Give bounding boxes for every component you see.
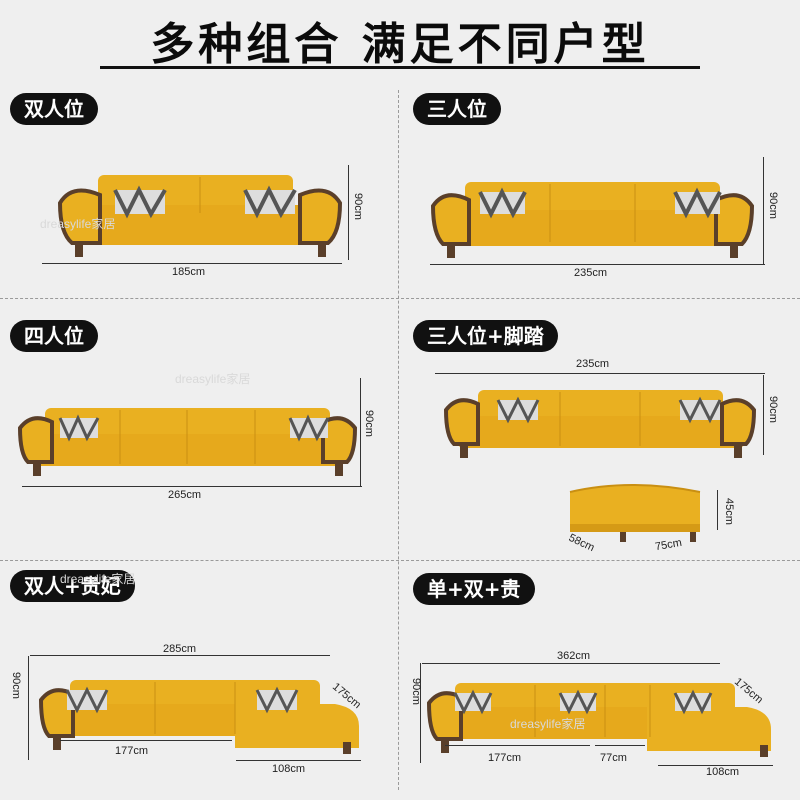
dim-line <box>445 745 590 746</box>
height-label: 90cm <box>767 192 779 219</box>
height-label: 90cm <box>352 193 364 220</box>
height-label: 90cm <box>363 410 375 437</box>
width-label: 362cm <box>557 650 591 662</box>
label-two-chaise: 双人+贵妃 <box>10 570 135 602</box>
dim-line <box>22 486 362 487</box>
sofa-two-chaise-image <box>38 680 359 754</box>
dim-line <box>430 264 765 265</box>
width-label: 285cm <box>163 643 197 655</box>
page-title: 多种组合 满足不同户型 <box>150 19 650 70</box>
label-four-seat: 四人位 <box>10 320 98 352</box>
height-label: 90cm <box>10 672 22 699</box>
dim-line <box>360 378 361 486</box>
dim-line <box>717 490 718 530</box>
label-single-double-chaise: 单+双+贵 <box>413 573 535 605</box>
segment1-label: 177cm <box>488 752 522 764</box>
seat-width-label: 177cm <box>115 745 149 757</box>
width-label: 235cm <box>574 267 608 279</box>
dim-line <box>763 375 764 455</box>
chaise-width-label: 108cm <box>706 766 740 778</box>
segment2-label: 77cm <box>600 752 627 764</box>
dim-line <box>422 663 720 664</box>
dim-line <box>42 263 342 264</box>
watermark: dreasylife家居 <box>60 572 136 586</box>
label-three-seat: 三人位 <box>413 93 501 125</box>
sofa-two-seat-image <box>57 175 343 257</box>
ottoman-height-label: 45cm <box>723 498 735 525</box>
width-label: 265cm <box>168 489 202 501</box>
dim-line <box>763 157 764 265</box>
dim-line <box>348 165 349 260</box>
divider <box>0 560 800 561</box>
sofa-three-seat-ottoman-image <box>443 390 757 458</box>
dim-line <box>28 656 29 760</box>
height-label: 90cm <box>410 678 422 705</box>
width-label: 235cm <box>576 358 610 370</box>
sofa-three-seat-image <box>430 182 755 258</box>
sofa-single-double-chaise-image <box>426 683 771 757</box>
dim-line <box>435 373 765 374</box>
dim-line <box>60 740 232 741</box>
label-three-ottoman: 三人位+脚踏 <box>413 320 558 352</box>
divider <box>0 298 800 299</box>
dim-line <box>420 663 421 763</box>
dim-line <box>658 765 773 766</box>
watermark: dreasylife家居 <box>40 217 116 231</box>
watermark: dreasylife家居 <box>510 717 586 731</box>
dim-line <box>595 745 645 746</box>
chaise-width-label: 108cm <box>272 763 306 775</box>
ottoman-image <box>569 484 701 542</box>
title-underline <box>100 66 700 69</box>
label-two-seat: 双人位 <box>10 93 98 125</box>
sofa-four-seat-image <box>17 408 358 476</box>
watermark: dreasylife家居 <box>175 372 251 386</box>
width-label: 185cm <box>172 266 206 278</box>
divider <box>398 90 399 790</box>
dim-line <box>236 760 361 761</box>
dim-line <box>30 655 330 656</box>
height-label: 90cm <box>767 396 779 423</box>
